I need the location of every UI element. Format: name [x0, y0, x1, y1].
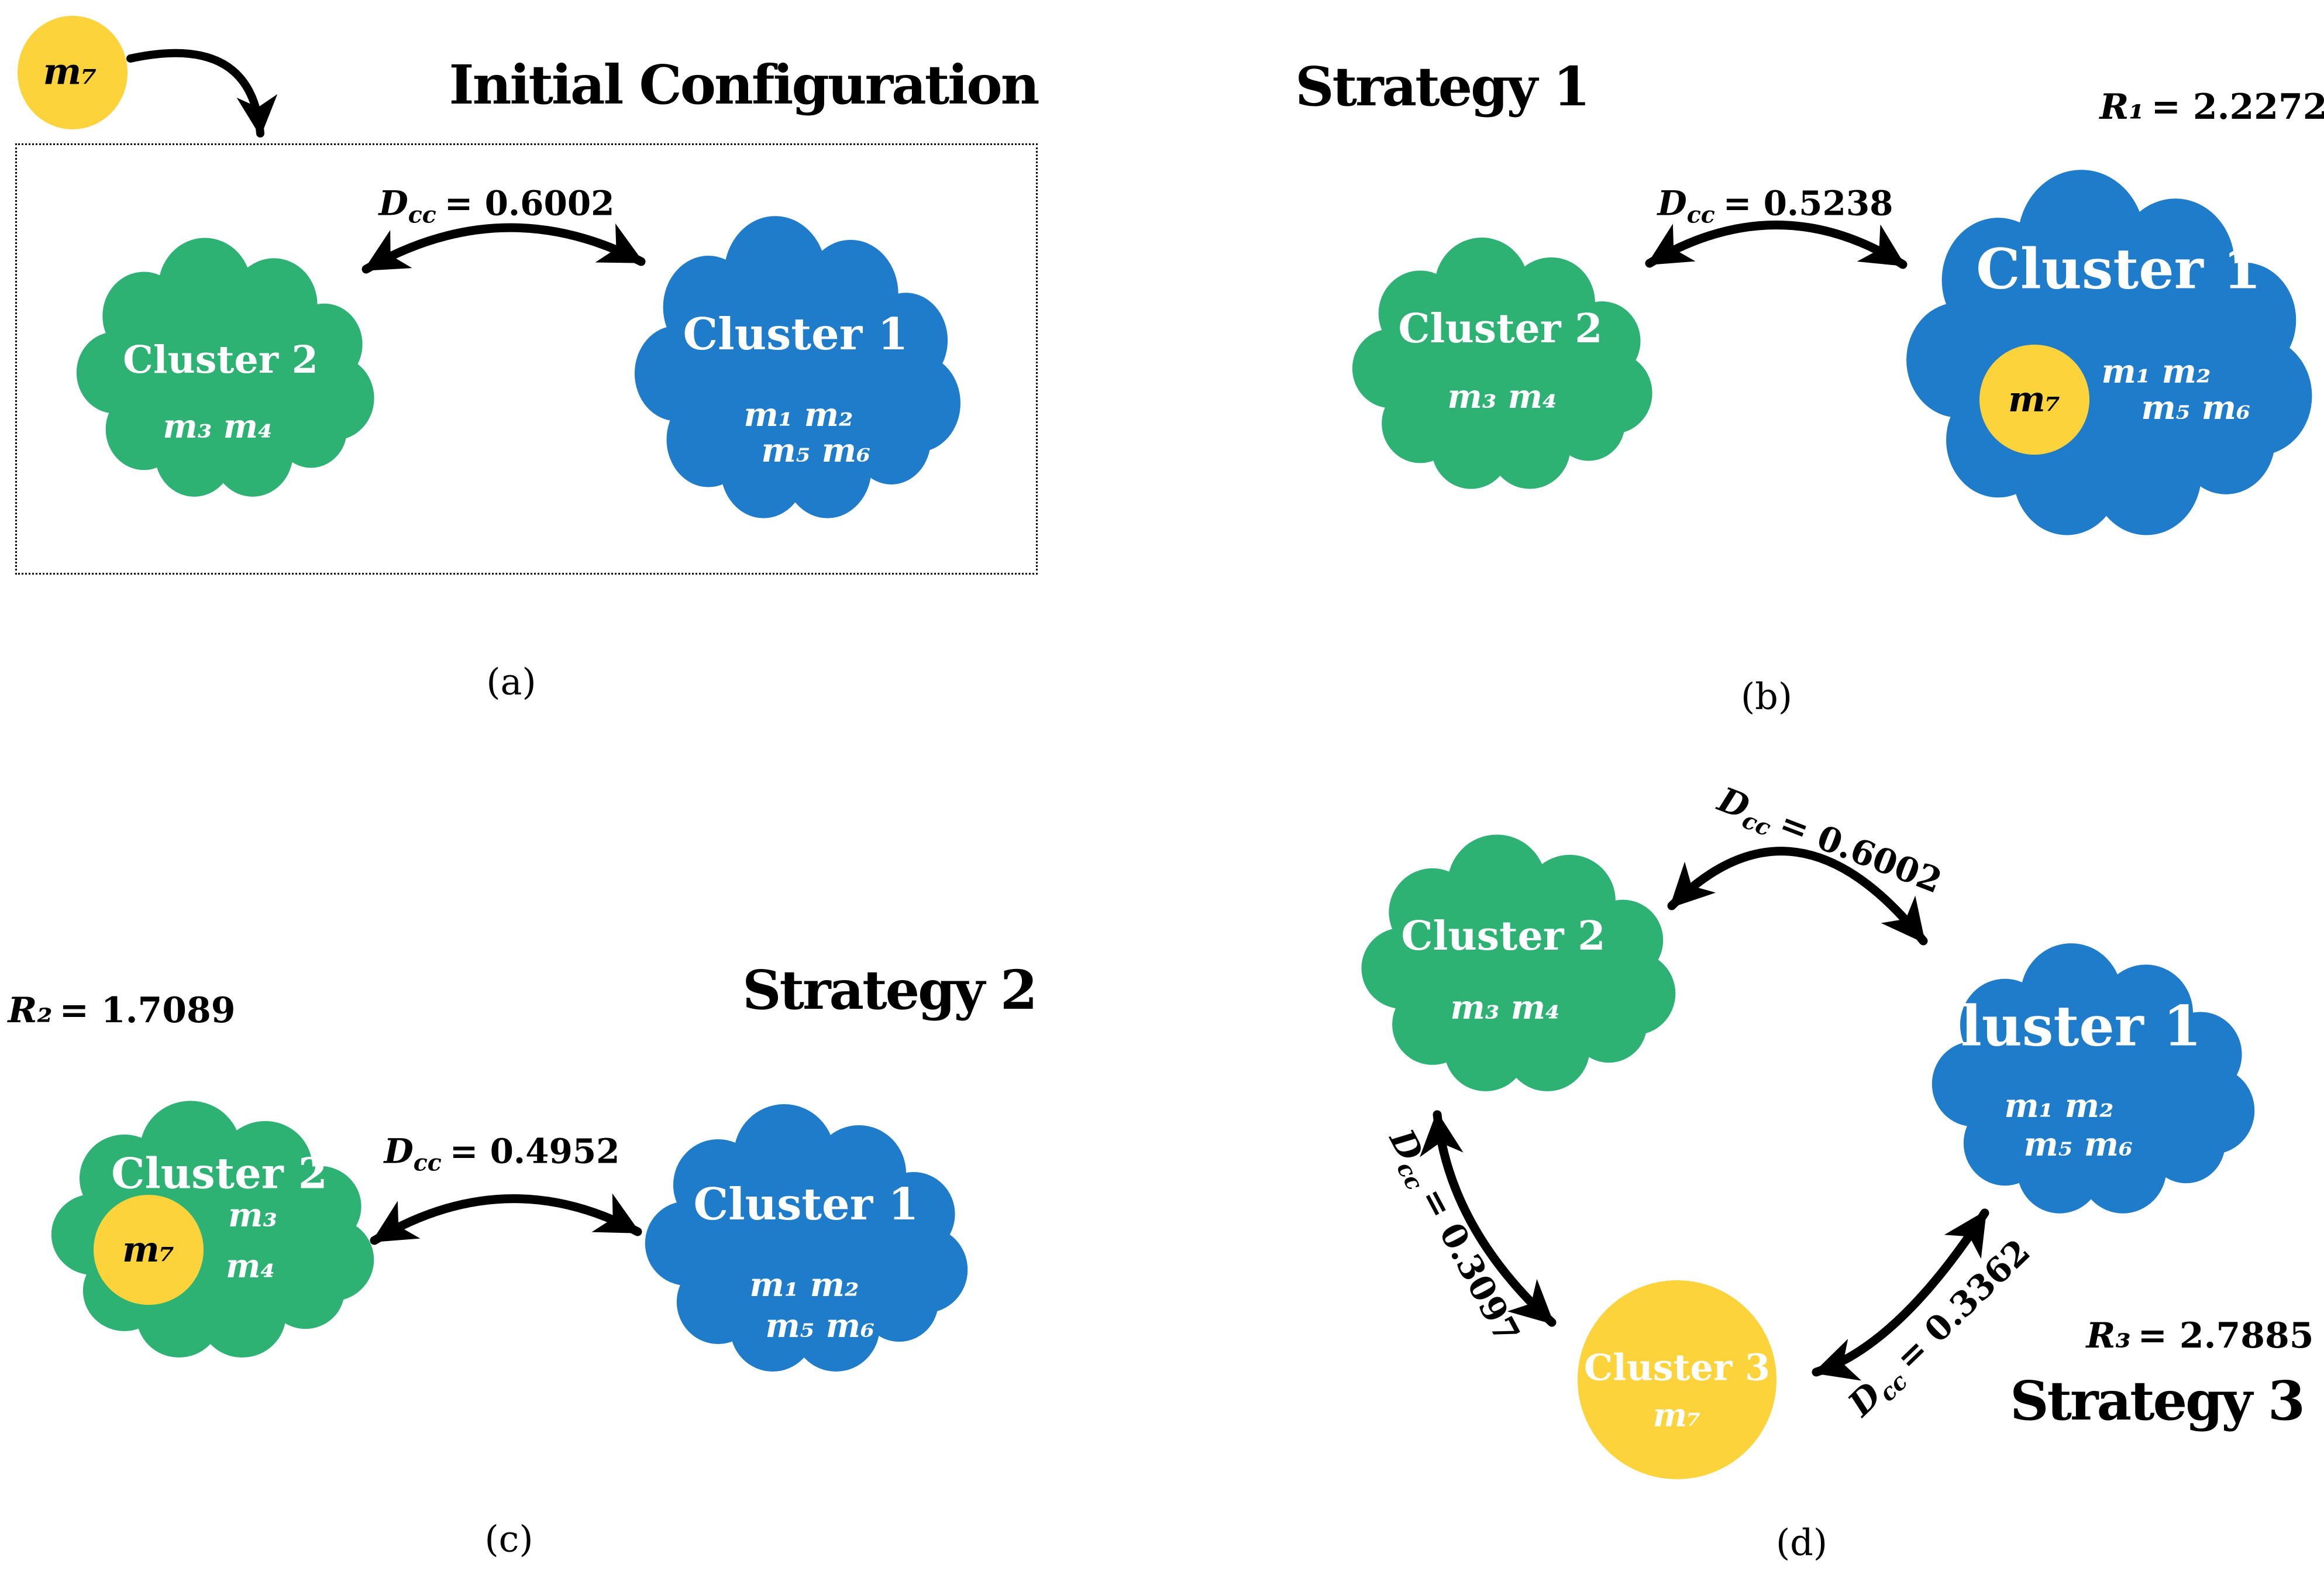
- initial-configuration-frame: [15, 143, 1038, 575]
- cluster1-name-c: Cluster 1: [693, 1178, 919, 1230]
- r-value: = 2.7885: [2137, 1315, 2314, 1356]
- r-symbol: R₂: [8, 990, 53, 1031]
- distance-arrow-d-c2c1: [1667, 847, 1928, 946]
- panel-a-title: Initial Configuration: [449, 53, 1040, 116]
- distance-value: = 0.5238: [1723, 183, 1893, 224]
- r-symbol: R₃: [2086, 1315, 2131, 1356]
- cluster1-members-line1-c: m₁ m₂: [749, 1266, 859, 1304]
- cluster1-members-line1-d: m₁ m₂: [2004, 1087, 2114, 1125]
- distance-value: = 0.4952: [449, 1131, 620, 1171]
- m7-circle-b: [1979, 345, 2089, 455]
- r-label-b: R₁= 2.2272: [2100, 87, 2324, 128]
- r-label-d: R₃= 2.7885: [2087, 1315, 2314, 1356]
- cluster2-name-a: Cluster 2: [123, 338, 318, 382]
- r-value: = 1.7089: [59, 990, 236, 1031]
- cluster1-members-line1-a: m₁ m₂: [743, 396, 853, 434]
- cluster2-members-b: m₃ m₄: [1447, 377, 1557, 416]
- cluster1-members-line2-c: m₅ m₆: [765, 1307, 875, 1345]
- panel-d-title: Strategy 3: [2010, 1369, 2305, 1432]
- distance-arrow-d-c3c1: [1812, 1208, 1989, 1381]
- cluster2-members-line1-c: m₃: [228, 1196, 277, 1235]
- cluster3-circle-d: [1578, 1280, 1776, 1479]
- cluster1-members-line2-b: m₅ m₆: [2141, 389, 2251, 427]
- distance-value: = 0.6002: [444, 183, 615, 224]
- cluster2-name-d: Cluster 2: [1401, 913, 1606, 960]
- r-label-c: R₂= 1.7089: [8, 990, 236, 1031]
- distance-symbol-sub: cc: [408, 201, 436, 229]
- cluster3-members-d: m₇: [1652, 1396, 1702, 1434]
- m7-circle-c: [94, 1195, 204, 1305]
- distance-label-c: Dcc= 0.4952: [384, 1132, 619, 1177]
- distance-value: = 0.3362: [1888, 1231, 2038, 1379]
- panel-c-title: Strategy 2: [742, 958, 1038, 1022]
- cluster2-name-b: Cluster 2: [1398, 305, 1603, 352]
- distance-symbol: D: [384, 1131, 414, 1171]
- distance-label-d-c2c3: Dcc= 0.3097: [1378, 1123, 1528, 1352]
- r-symbol: R₁: [2099, 87, 2144, 128]
- cluster2-members-a: m₃ m₄: [163, 407, 273, 446]
- distance-arrow-c: [370, 1193, 642, 1245]
- cluster2-name-c: Cluster 2: [111, 1148, 328, 1198]
- distance-symbol: D: [1657, 183, 1687, 224]
- cluster2-members-line2-c: m₄: [226, 1247, 275, 1286]
- caption-a: (a): [486, 660, 536, 703]
- distance-label-b: Dcc = 0.5238: [1657, 184, 1893, 229]
- insertion-arrow-a: [126, 49, 278, 138]
- cluster1-members-line2-a: m₅ m₆: [761, 431, 871, 470]
- caption-d: (d): [1775, 1521, 1828, 1564]
- cluster2-members-d: m₃ m₄: [1450, 988, 1560, 1027]
- distance-arrow-a: [361, 223, 646, 274]
- distance-arrow-b: [1645, 221, 1908, 269]
- distance-symbol-sub: cc: [413, 1149, 442, 1177]
- cluster1-name-a: Cluster 1: [683, 308, 908, 360]
- caption-b: (b): [1740, 675, 1793, 718]
- distance-label-a: Dcc = 0.6002: [378, 184, 614, 229]
- distance-value: = 0.6002: [1774, 803, 1947, 901]
- cluster1-members-line2-d: m₅ m₆: [2023, 1125, 2133, 1164]
- r-value: = 2.2272: [2151, 87, 2324, 128]
- cluster1-members-line1-b: m₁ m₂: [2101, 352, 2211, 391]
- distance-symbol-sub: cc: [1686, 201, 1715, 229]
- caption-c: (c): [484, 1517, 533, 1561]
- cluster1-name-d: Cluster 1: [1916, 994, 2202, 1059]
- distance-arrow-d-c2c3: [1420, 1110, 1557, 1327]
- floating-m7-label: m₇: [43, 50, 98, 93]
- cluster3-name-d: Cluster 3: [1583, 1346, 1771, 1389]
- cluster1-name-b: Cluster 1: [1976, 236, 2261, 302]
- m7-label-c: m₇: [122, 1229, 175, 1270]
- floating-m7-circle-a: [18, 16, 128, 129]
- panel-b-title: Strategy 1: [1295, 55, 1590, 118]
- distance-symbol: D: [378, 183, 408, 224]
- m7-label-b: m₇: [2008, 379, 2061, 420]
- distance-value: = 0.3097: [1412, 1181, 1528, 1350]
- distance-label-d-c2c1: Dcc= 0.6002: [1711, 779, 1947, 906]
